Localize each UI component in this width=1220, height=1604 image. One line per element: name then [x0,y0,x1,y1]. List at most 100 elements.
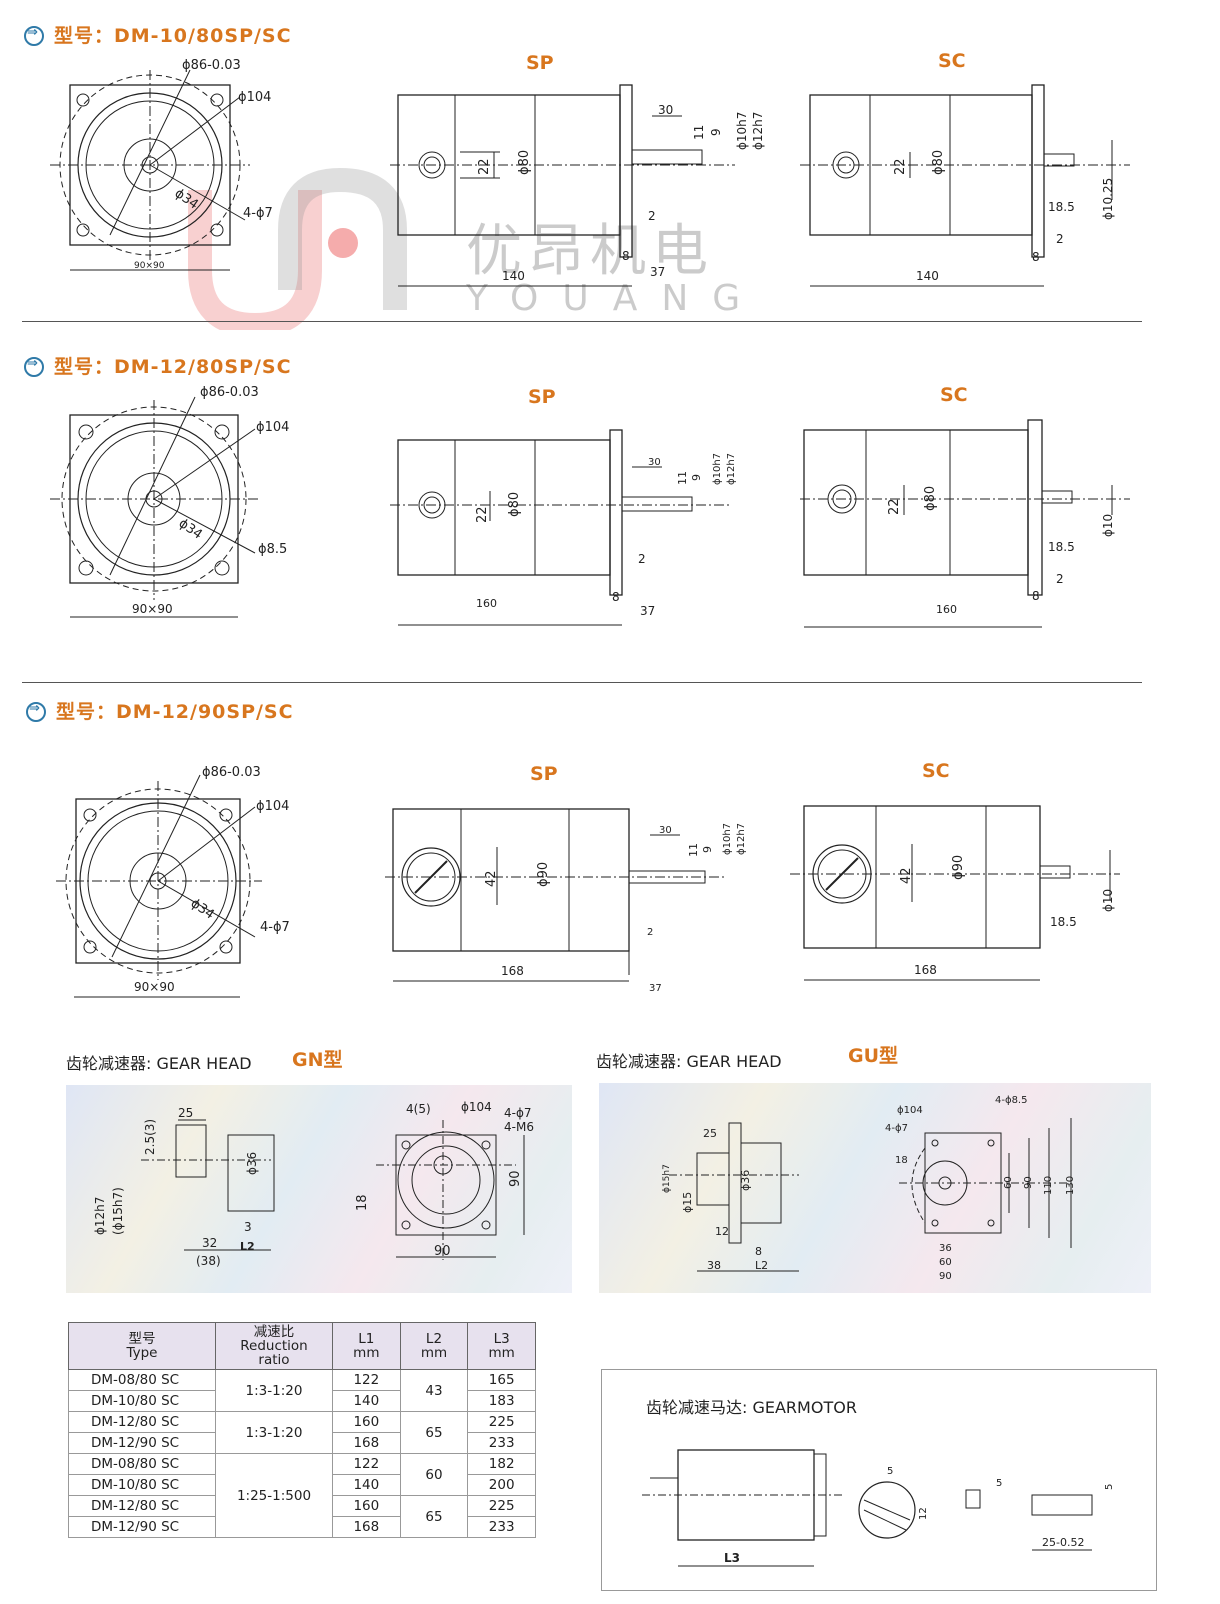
gm-L3: L3 [724,1551,740,1565]
sc-shaftdia-2: ϕ10 [1101,514,1115,537]
gearmotor-label: 齿轮减速马达: GEARMOTOR [646,1398,857,1417]
sc-dia-1: ϕ80 [931,150,946,175]
arrow-circle-icon [24,356,44,377]
sc-body-1: 140 [916,269,939,283]
cell-l1: 140 [332,1474,401,1496]
sp-fit2-2: ϕ12h7 [726,453,737,485]
gm-d5c: 5 [1104,1484,1115,1490]
cell-l3: 225 [467,1495,536,1517]
sc-shaftdia-3: ϕ10 [1101,889,1115,912]
cell-l1: 140 [332,1390,401,1412]
hdr-ratio-en2: ratio [258,1352,290,1368]
sp-fit1-3: ϕ10h7 [722,823,733,855]
arrow-circle-icon [26,701,46,722]
table-row: DM-12/80 SC 1:3-1:20 160 65 225 [68,1411,536,1454]
sp-shaftlen-2: 30 [648,457,661,468]
hdr-type-en: Type [126,1345,158,1361]
cell-l3: 200 [467,1474,536,1496]
sp-dia-3: ϕ90 [536,862,551,887]
sc-label-2: SC [940,384,968,406]
sc-label-1: SC [938,50,966,72]
table-row: DM-12/90 SC 168 233 [68,1516,536,1538]
section-2-title-text: 型号：DM-12/80SP/SC [54,356,292,378]
sc-label-3: SC [922,760,950,782]
sc-box-3: 42 [899,867,914,884]
sp-fit1-2: ϕ10h7 [712,453,723,485]
sc-box-1: 22 [893,158,908,175]
gn-d4m6: 4-M6 [504,1120,534,1134]
gm-d5a: 5 [887,1466,893,1477]
sp-body-2: 160 [476,597,497,610]
watermark-logo [180,160,410,338]
section-3-title: 型号：DM-12/90SP/SC [26,697,294,724]
sc-offset-2: 8 [1032,589,1040,603]
cell-ratio: 1:25-1:500 [215,1453,333,1538]
sp-view-3: 42 ϕ90 30 11 9 ϕ10h7 ϕ12h7 2 37 168 [385,808,747,994]
cell-type: DM-12/80 SC [68,1495,216,1517]
section-1-title-text: 型号：DM-10/80SP/SC [54,25,292,47]
gn-d3: 3 [244,1220,252,1234]
front-flange-1: ϕ104 [238,90,271,105]
sp-keyh-2: 9 [690,474,703,481]
sp-keyw-2: 11 [676,471,689,485]
table-row: DM-08/80 SC 1:3-1:20 122 43 165 [68,1369,536,1412]
front-pilot-3: ϕ34 [188,896,217,923]
cell-l3: 233 [467,1432,536,1454]
cell-l2: 65 [399,1411,469,1454]
watermark-cn: 优昂机电 [466,219,714,284]
table-row: DM-10/80 SC 140 183 [68,1390,536,1412]
gu-d38: 38 [707,1259,721,1272]
front-holes-1: 4-ϕ7 [243,206,273,221]
cell-l3: 183 [467,1390,536,1412]
sp-fit2-1: ϕ12h7 [751,112,765,150]
gu-d110: 110 [1043,1176,1054,1195]
hdr-l2-en: mm [420,1345,448,1361]
hdr-l2-cn: L2 [425,1331,443,1347]
gu-drawing: 25 ϕ36 ϕ15h7 ϕ15 12 8 38 L2 ϕ104 4-ϕ7 4-… [662,1095,1076,1282]
gu-d4phi85: 4-ϕ8.5 [995,1095,1027,1106]
section-1-title: 型号：DM-10/80SP/SC [24,21,292,48]
cell-l3: 225 [467,1411,536,1433]
gearmotor-drawing: L3 5 12 5 5 25-0.52 [642,1449,1115,1567]
gn-d104: ϕ104 [461,1100,492,1114]
sp-label-3: SP [530,763,558,785]
cell-ratio: 1:3-1:20 [215,1369,333,1412]
sp-fit1-1: ϕ10h7 [735,112,749,150]
sp-box-1: 22 [477,158,492,175]
front-flange-3: ϕ104 [256,799,289,814]
cell-type: DM-12/80 SC [68,1411,216,1433]
gu-L2: L2 [755,1259,768,1272]
sp-flange-2: 2 [638,552,646,566]
table-row: DM-08/80 SC 1:25-1:500 122 60 182 [68,1453,536,1538]
hdr-l1-cn: L1 [358,1331,375,1347]
sc-shaftlen-1: 18.5 [1048,200,1075,214]
gu-gearhead-label: 齿轮减速器: GEAR HEAD [596,1052,782,1071]
gn-d25: 25 [178,1106,193,1120]
sp-dia-1: ϕ80 [517,150,532,175]
sp-label-2: SP [528,386,556,408]
gm-d12: 12 [918,1507,929,1520]
cell-l1: 122 [332,1453,401,1475]
front-flange-2: ϕ104 [256,420,289,435]
cell-l3: 165 [467,1369,536,1391]
section-3-title-text: 型号：DM-12/90SP/SC [56,701,294,723]
sp-view-1: 22 ϕ80 30 11 9 ϕ10h7 ϕ12h7 2 8 37 140 [390,84,765,287]
sc-offset-1: 8 [1032,250,1040,264]
front-square-1: 90×90 [134,261,165,271]
hdr-l3-cn: L3 [493,1331,510,1347]
gn-L2: L2 [240,1240,255,1253]
sc-dia-2: ϕ80 [923,486,938,511]
sc-view-1: 22 ϕ80 ϕ10.25 18.5 2 8 140 [800,84,1130,287]
gn-d36: ϕ36 [245,1152,259,1175]
sp-keyw-1: 11 [692,125,706,140]
sp-body-3: 168 [501,964,524,978]
cell-l1: 160 [332,1411,401,1433]
front-holes-3: 4-ϕ7 [260,920,290,935]
gu-d8: 8 [755,1245,762,1258]
gu-d90b: 90 [939,1271,952,1282]
sp-view-2: 22 ϕ80 30 11 9 ϕ10h7 ϕ12h7 2 8 37 160 [390,429,737,626]
